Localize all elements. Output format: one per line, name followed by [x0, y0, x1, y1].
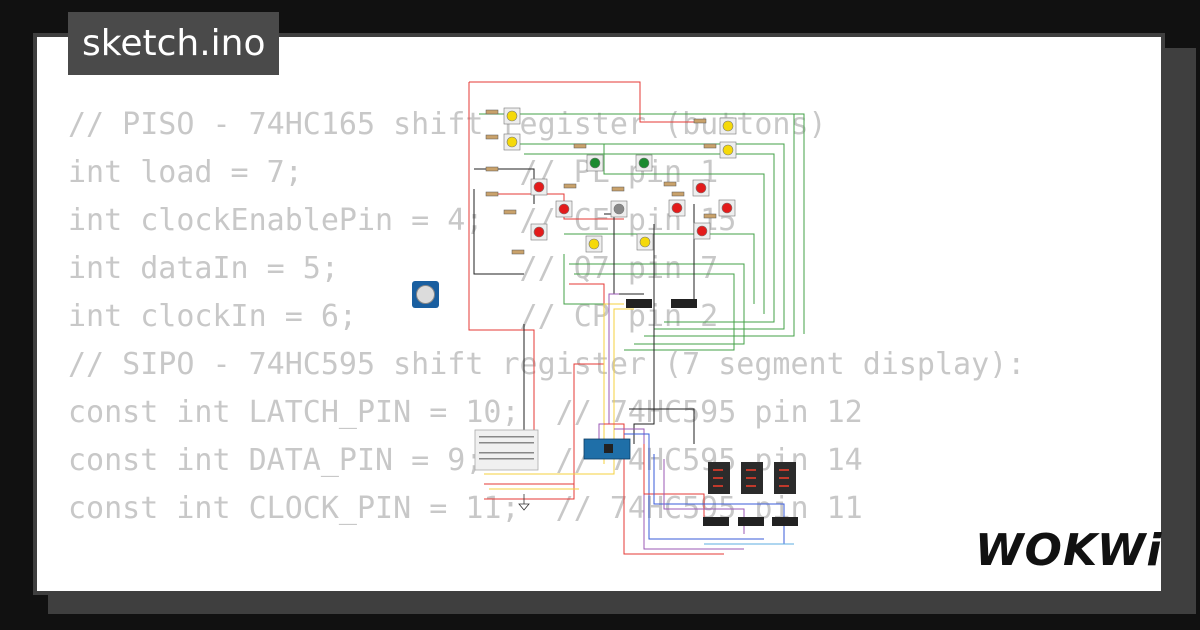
code-line: // SIPO - 74HC595 shift register (7 segm… — [68, 347, 1026, 382]
code-line: int clockEnablePin = 4; // CE pin 15 — [68, 203, 737, 238]
circuit-diagram — [412, 81, 805, 555]
preview-card: // PISO - 74HC165 shift register (button… — [33, 33, 1165, 595]
wokwi-logo: WOKWi — [975, 525, 1163, 576]
code-line: // PISO - 74HC165 shift register (button… — [68, 107, 827, 142]
code-listing: // PISO - 74HC165 shift register (button… — [68, 101, 1025, 533]
file-tab[interactable]: sketch.ino — [68, 12, 280, 75]
code-line: const int LATCH_PIN = 10; // 74HC595 pin… — [68, 395, 863, 430]
code-line: int dataIn = 5; // Q7 pin 7 — [68, 251, 719, 286]
